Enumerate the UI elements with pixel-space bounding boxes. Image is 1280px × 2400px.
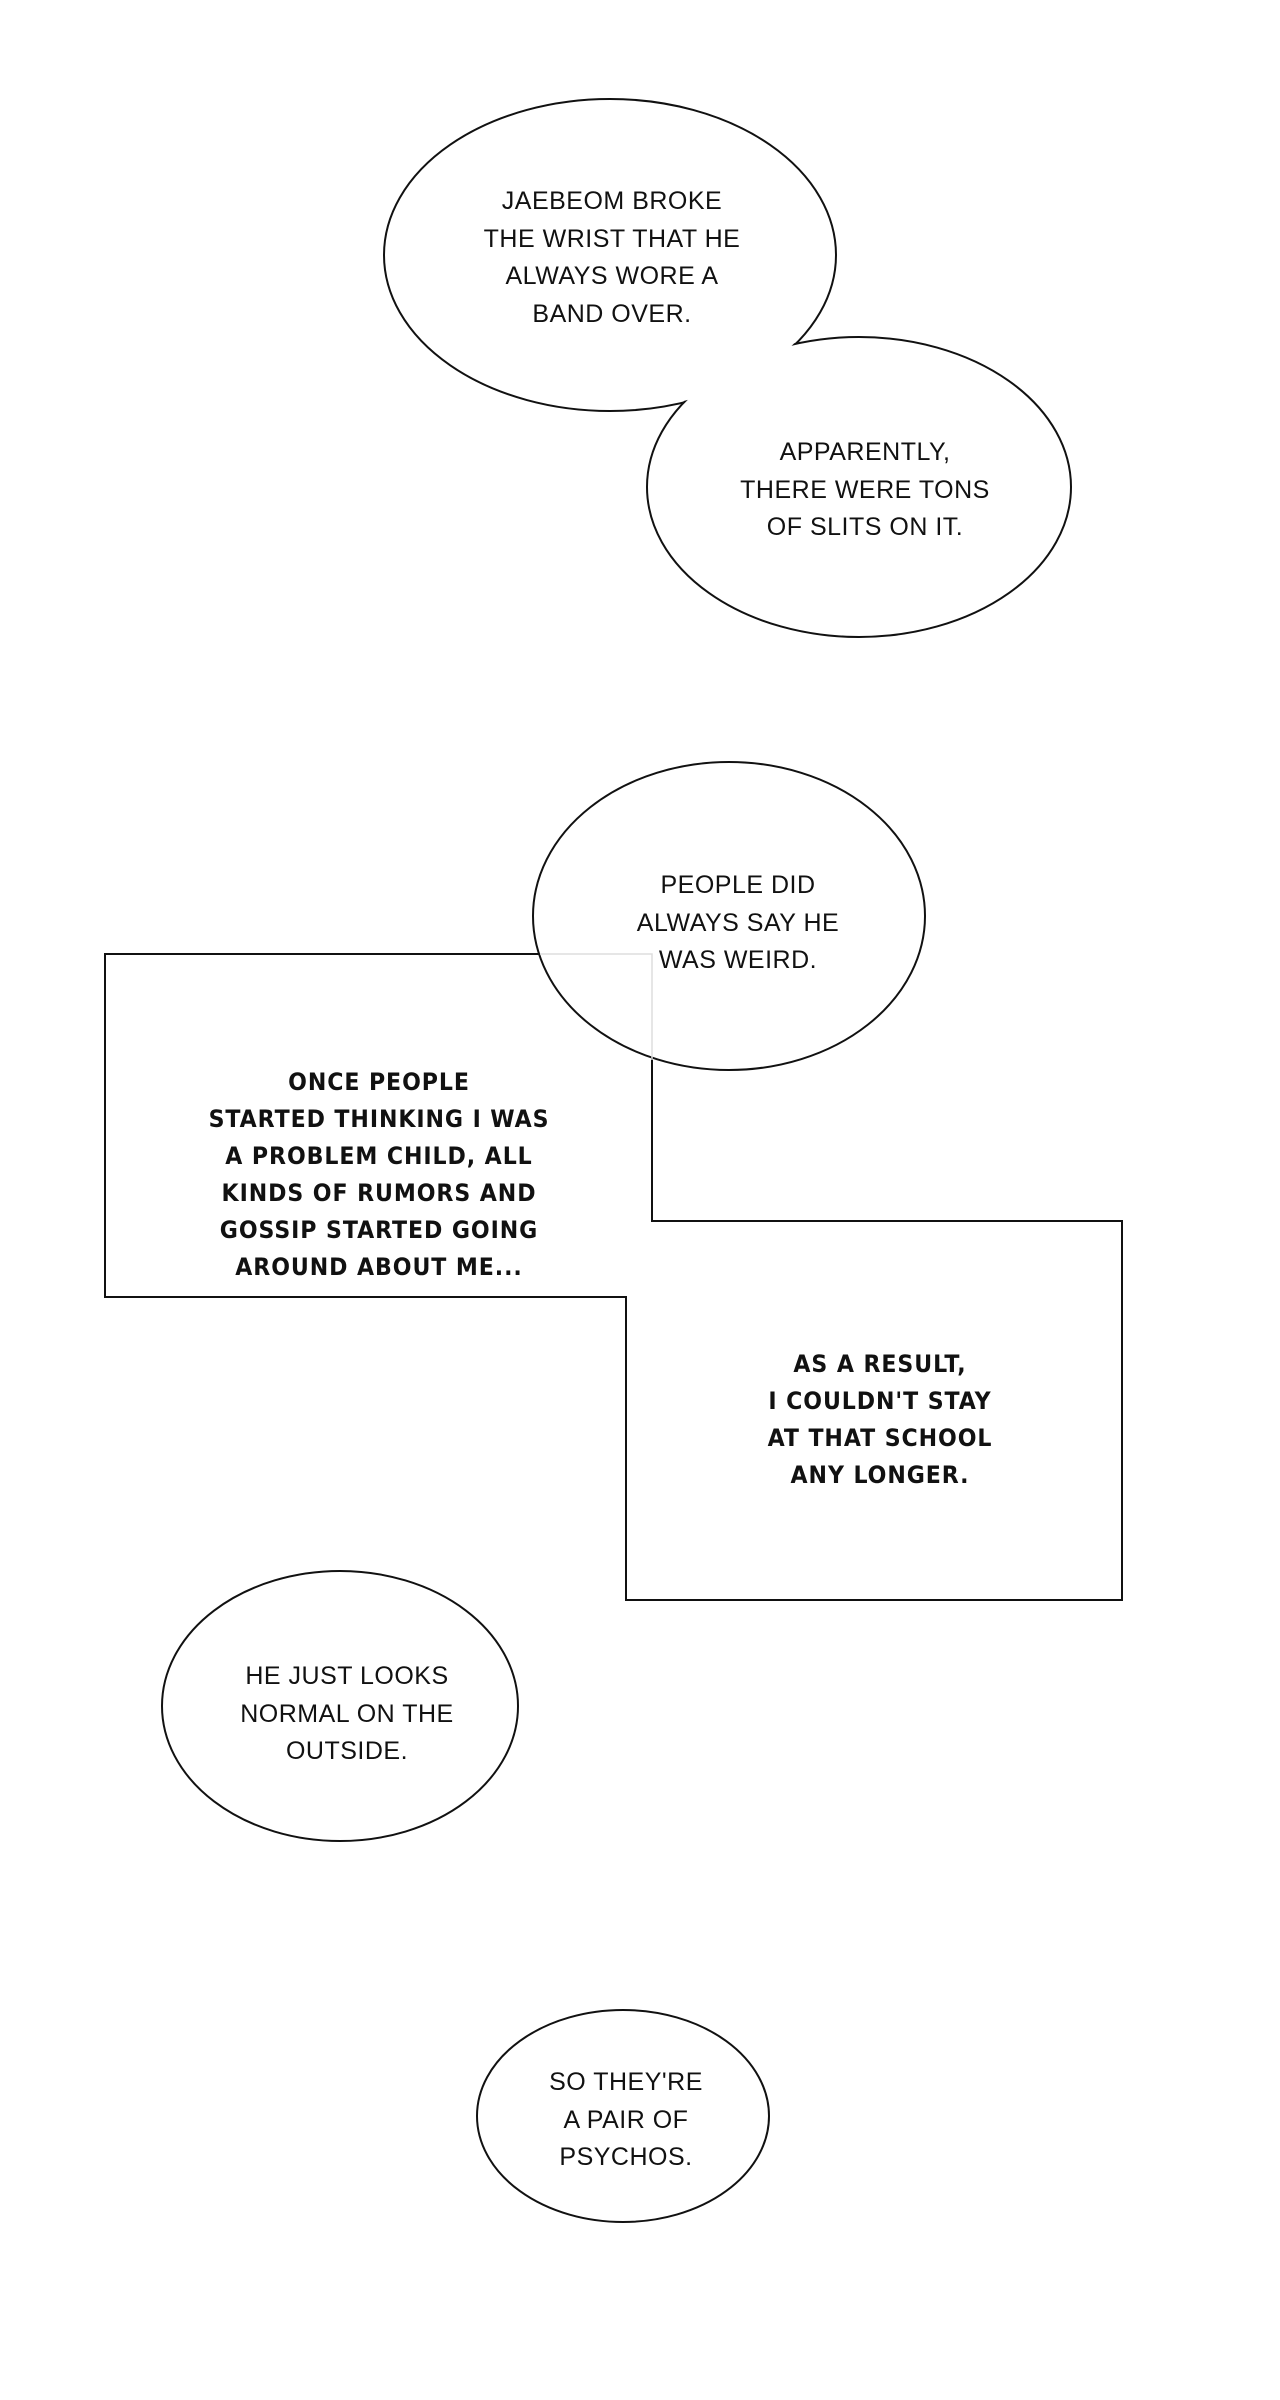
text-line: outside. <box>285 1737 409 1765</box>
text-line: a problem child, all <box>225 1142 533 1170</box>
bubble-fill <box>385 100 835 410</box>
text-line: He just looks <box>245 1662 449 1690</box>
narration-box-2-text: As a result, I couldn't stay at that sch… <box>768 1346 993 1494</box>
speech-bubble-3-text: People did always say he was weird. <box>637 867 839 980</box>
bubble-fill <box>648 338 1070 636</box>
text-line: kinds of rumors and <box>221 1179 537 1207</box>
text-line: psychos. <box>559 2143 693 2171</box>
speech-bubble-5-text: So they're a pair of psychos. <box>549 2064 703 2177</box>
speech-bubble-4-outline <box>161 1570 519 1842</box>
box-edge-faint <box>540 953 653 1060</box>
text-line: So they're <box>549 2068 703 2096</box>
text-line: a pair of <box>563 2105 689 2134</box>
text-line: always say he <box>636 908 840 937</box>
text-line: the wrist that he <box>483 224 741 253</box>
text-line: As a result, <box>793 1350 967 1378</box>
text-line: at that school <box>767 1424 993 1452</box>
text-line: band over. <box>532 299 692 328</box>
text-line: always wore a <box>505 262 719 290</box>
text-line: around about me... <box>235 1253 523 1281</box>
speech-bubble-1-text: Jaebeom broke the wrist that he always w… <box>484 183 741 333</box>
narration-box-1-text: Once people started thinking I was a pro… <box>209 1064 550 1286</box>
speech-bubble-4-text: He just looks normal on the outside. <box>240 1658 453 1771</box>
speech-bubble-2-text: Apparently, there were tons of slits on … <box>740 434 990 547</box>
speech-bubble-3-outline <box>532 761 926 1071</box>
text-line: gossip started going <box>219 1216 539 1244</box>
text-line: any longer. <box>790 1461 970 1489</box>
text-line: there were tons <box>740 475 990 504</box>
text-line: started thinking I was <box>208 1105 550 1133</box>
text-line: was weird. <box>658 946 818 974</box>
text-line: I couldn't stay <box>768 1387 992 1415</box>
text-line: Once people <box>288 1068 470 1096</box>
text-line: Apparently, <box>779 438 951 466</box>
text-line: of slits on it. <box>766 513 964 541</box>
text-line: People did <box>660 871 816 899</box>
text-line: Jaebeom broke <box>501 187 723 215</box>
speech-bubble-5-outline <box>476 2009 770 2223</box>
text-line: normal on the <box>240 1699 454 1728</box>
